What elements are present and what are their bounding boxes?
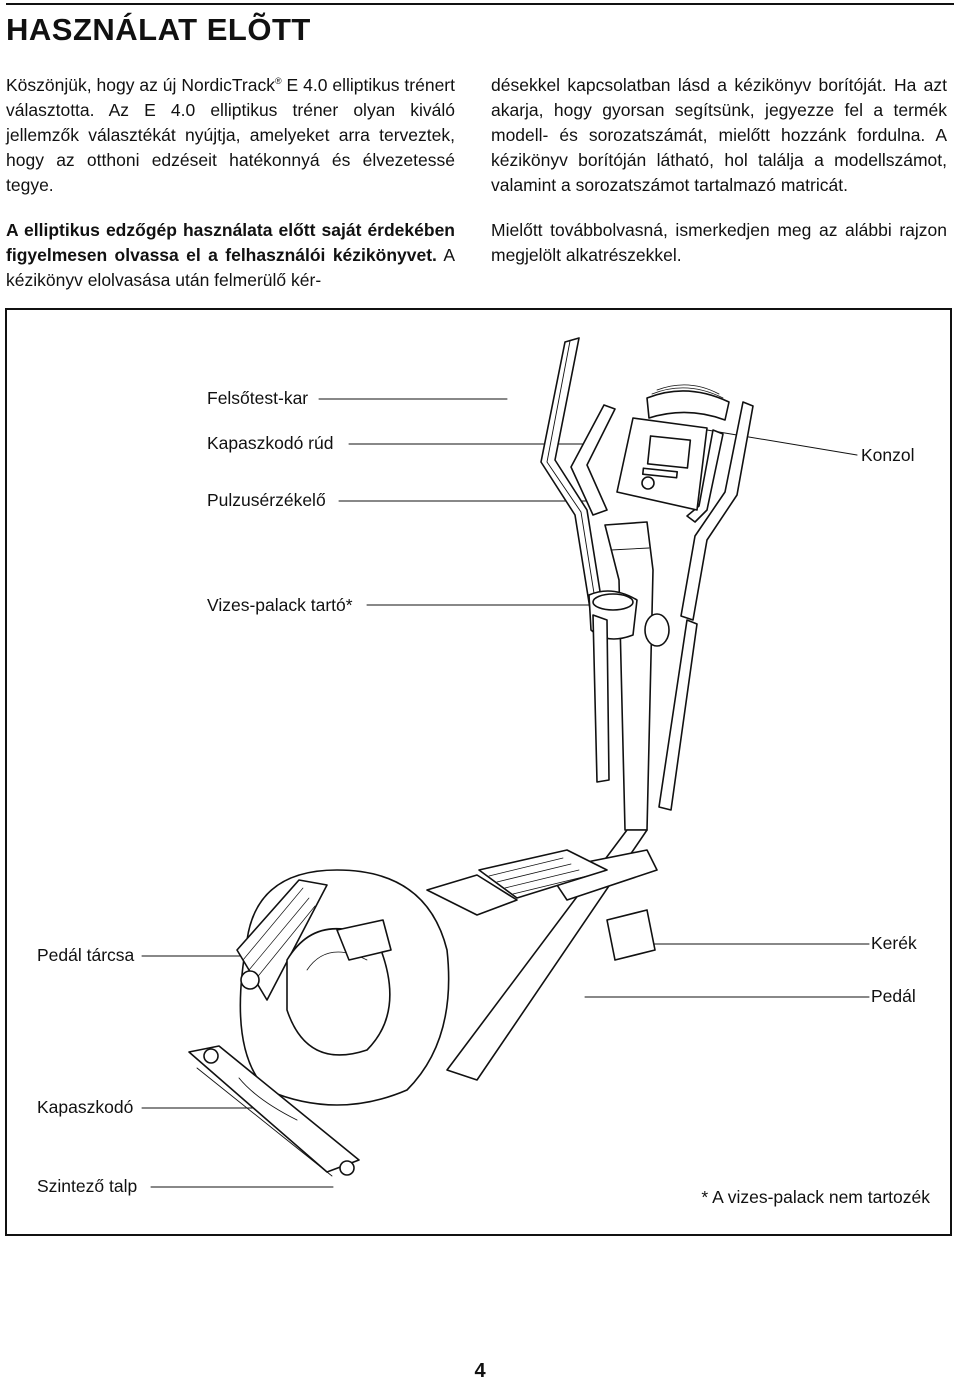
intro-paragraph-3: Mielőtt továbbolvasná, ismerkedjen meg a… (491, 220, 947, 265)
label-grip: Kapaszkodó (37, 1097, 134, 1117)
label-upper-arm: Felsőtest-kar (207, 388, 309, 408)
label-bottle-holder: Vizes-palack tartó* (207, 595, 353, 615)
parts-diagram: Felsőtest-kar Kapaszkodó rúd Pulzusérzék… (5, 308, 952, 1236)
brand-name: NordicTrack (181, 75, 275, 95)
elliptical-drawing (141, 337, 870, 1188)
intro-paragraph-2-continued: désekkel kapcsolatban lásd a kézikönyv b… (491, 75, 947, 195)
label-console: Konzol (861, 445, 915, 465)
footnote: * A vizes-palack nem tartozék (701, 1187, 930, 1207)
intro-left-column: Köszönjük, hogy az új NordicTrack® E 4.0… (6, 73, 455, 293)
label-wheel: Kerék (871, 933, 917, 953)
intro-paragraph-2: A elliptikus edzőgép használata előtt sa… (6, 220, 456, 290)
label-pedal: Pedál (871, 986, 916, 1006)
header-rule (6, 3, 954, 5)
registered-mark: ® (275, 76, 282, 87)
label-handrail: Kapaszkodó rúd (207, 433, 334, 453)
label-pulse-sensor: Pulzusérzékelő (207, 490, 326, 510)
intro-paragraph-1: Köszönjük, hogy az új NordicTrack® E 4.0… (6, 75, 455, 195)
label-leveler: Szintező talp (37, 1176, 138, 1196)
warning-text: A elliptikus edzőgép használata előtt sa… (6, 220, 455, 265)
intro-right-column: désekkel kapcsolatban lásd a kézikönyv b… (491, 73, 947, 268)
page-number: 4 (474, 1360, 486, 1382)
label-pedal-disc: Pedál tárcsa (37, 945, 135, 965)
page-title: HASZNÁLAT ELÕTT (6, 12, 311, 47)
